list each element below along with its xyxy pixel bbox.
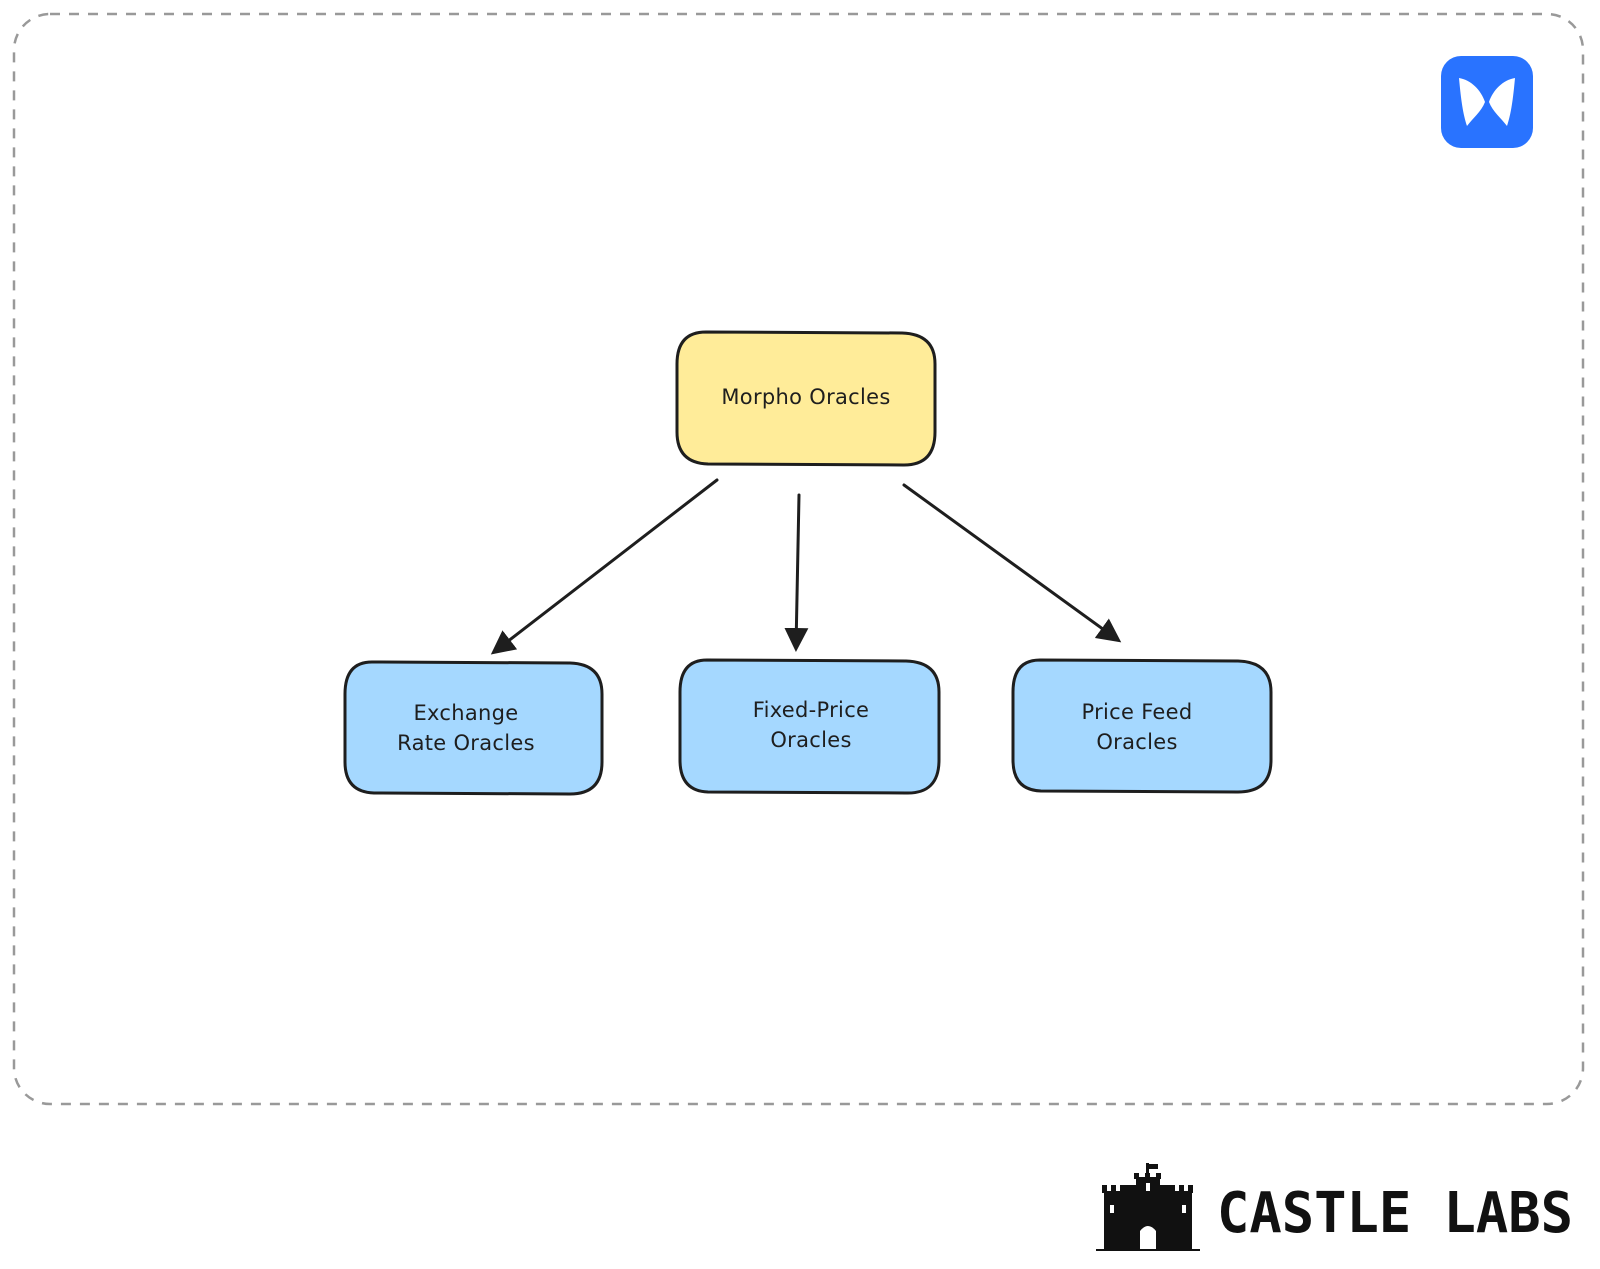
arrow-to-fixed-price-oracles [784,493,809,652]
node-exchange-rate-oracles-label-line-2: Rate Oracles [397,731,535,755]
node-price-feed-oracles: Price Feed Oracles [1011,658,1273,794]
morpho-logo-background [1441,56,1533,148]
node-fixed-price-oracles-label-line-1: Fixed-Price [753,698,870,722]
node-price-feed-oracles-label-line-1: Price Feed [1081,700,1192,724]
node-morpho-oracles-label: Morpho Oracles [721,385,890,409]
arrow-to-price-feed-oracles [902,483,1122,643]
node-price-feed-oracles-label-line-2: Oracles [1096,730,1177,754]
castle-labs-brand: CASTLE LABS [1096,1163,1573,1251]
morpho-logo [1441,56,1533,148]
morpho-butterfly-icon [1459,78,1515,126]
node-fixed-price-oracles: Fixed-Price Oracles [678,658,941,795]
arrow-to-exchange-rate-oracles [490,478,719,655]
castle-icon [1096,1163,1200,1251]
node-exchange-rate-oracles-label-line-1: Exchange [413,701,518,725]
node-morpho-oracles-box [675,330,937,467]
node-fixed-price-oracles-box [678,658,941,795]
node-price-feed-oracles-box [1011,658,1273,794]
node-exchange-rate-oracles: Exchange Rate Oracles [343,660,604,796]
brand-name: CASTLE LABS [1217,1181,1573,1246]
node-fixed-price-oracles-label-line-2: Oracles [770,728,851,752]
dashed-frame [12,12,1585,1106]
node-exchange-rate-oracles-box [343,660,604,796]
node-morpho-oracles: Morpho Oracles [675,330,937,467]
connectors [490,478,1122,655]
